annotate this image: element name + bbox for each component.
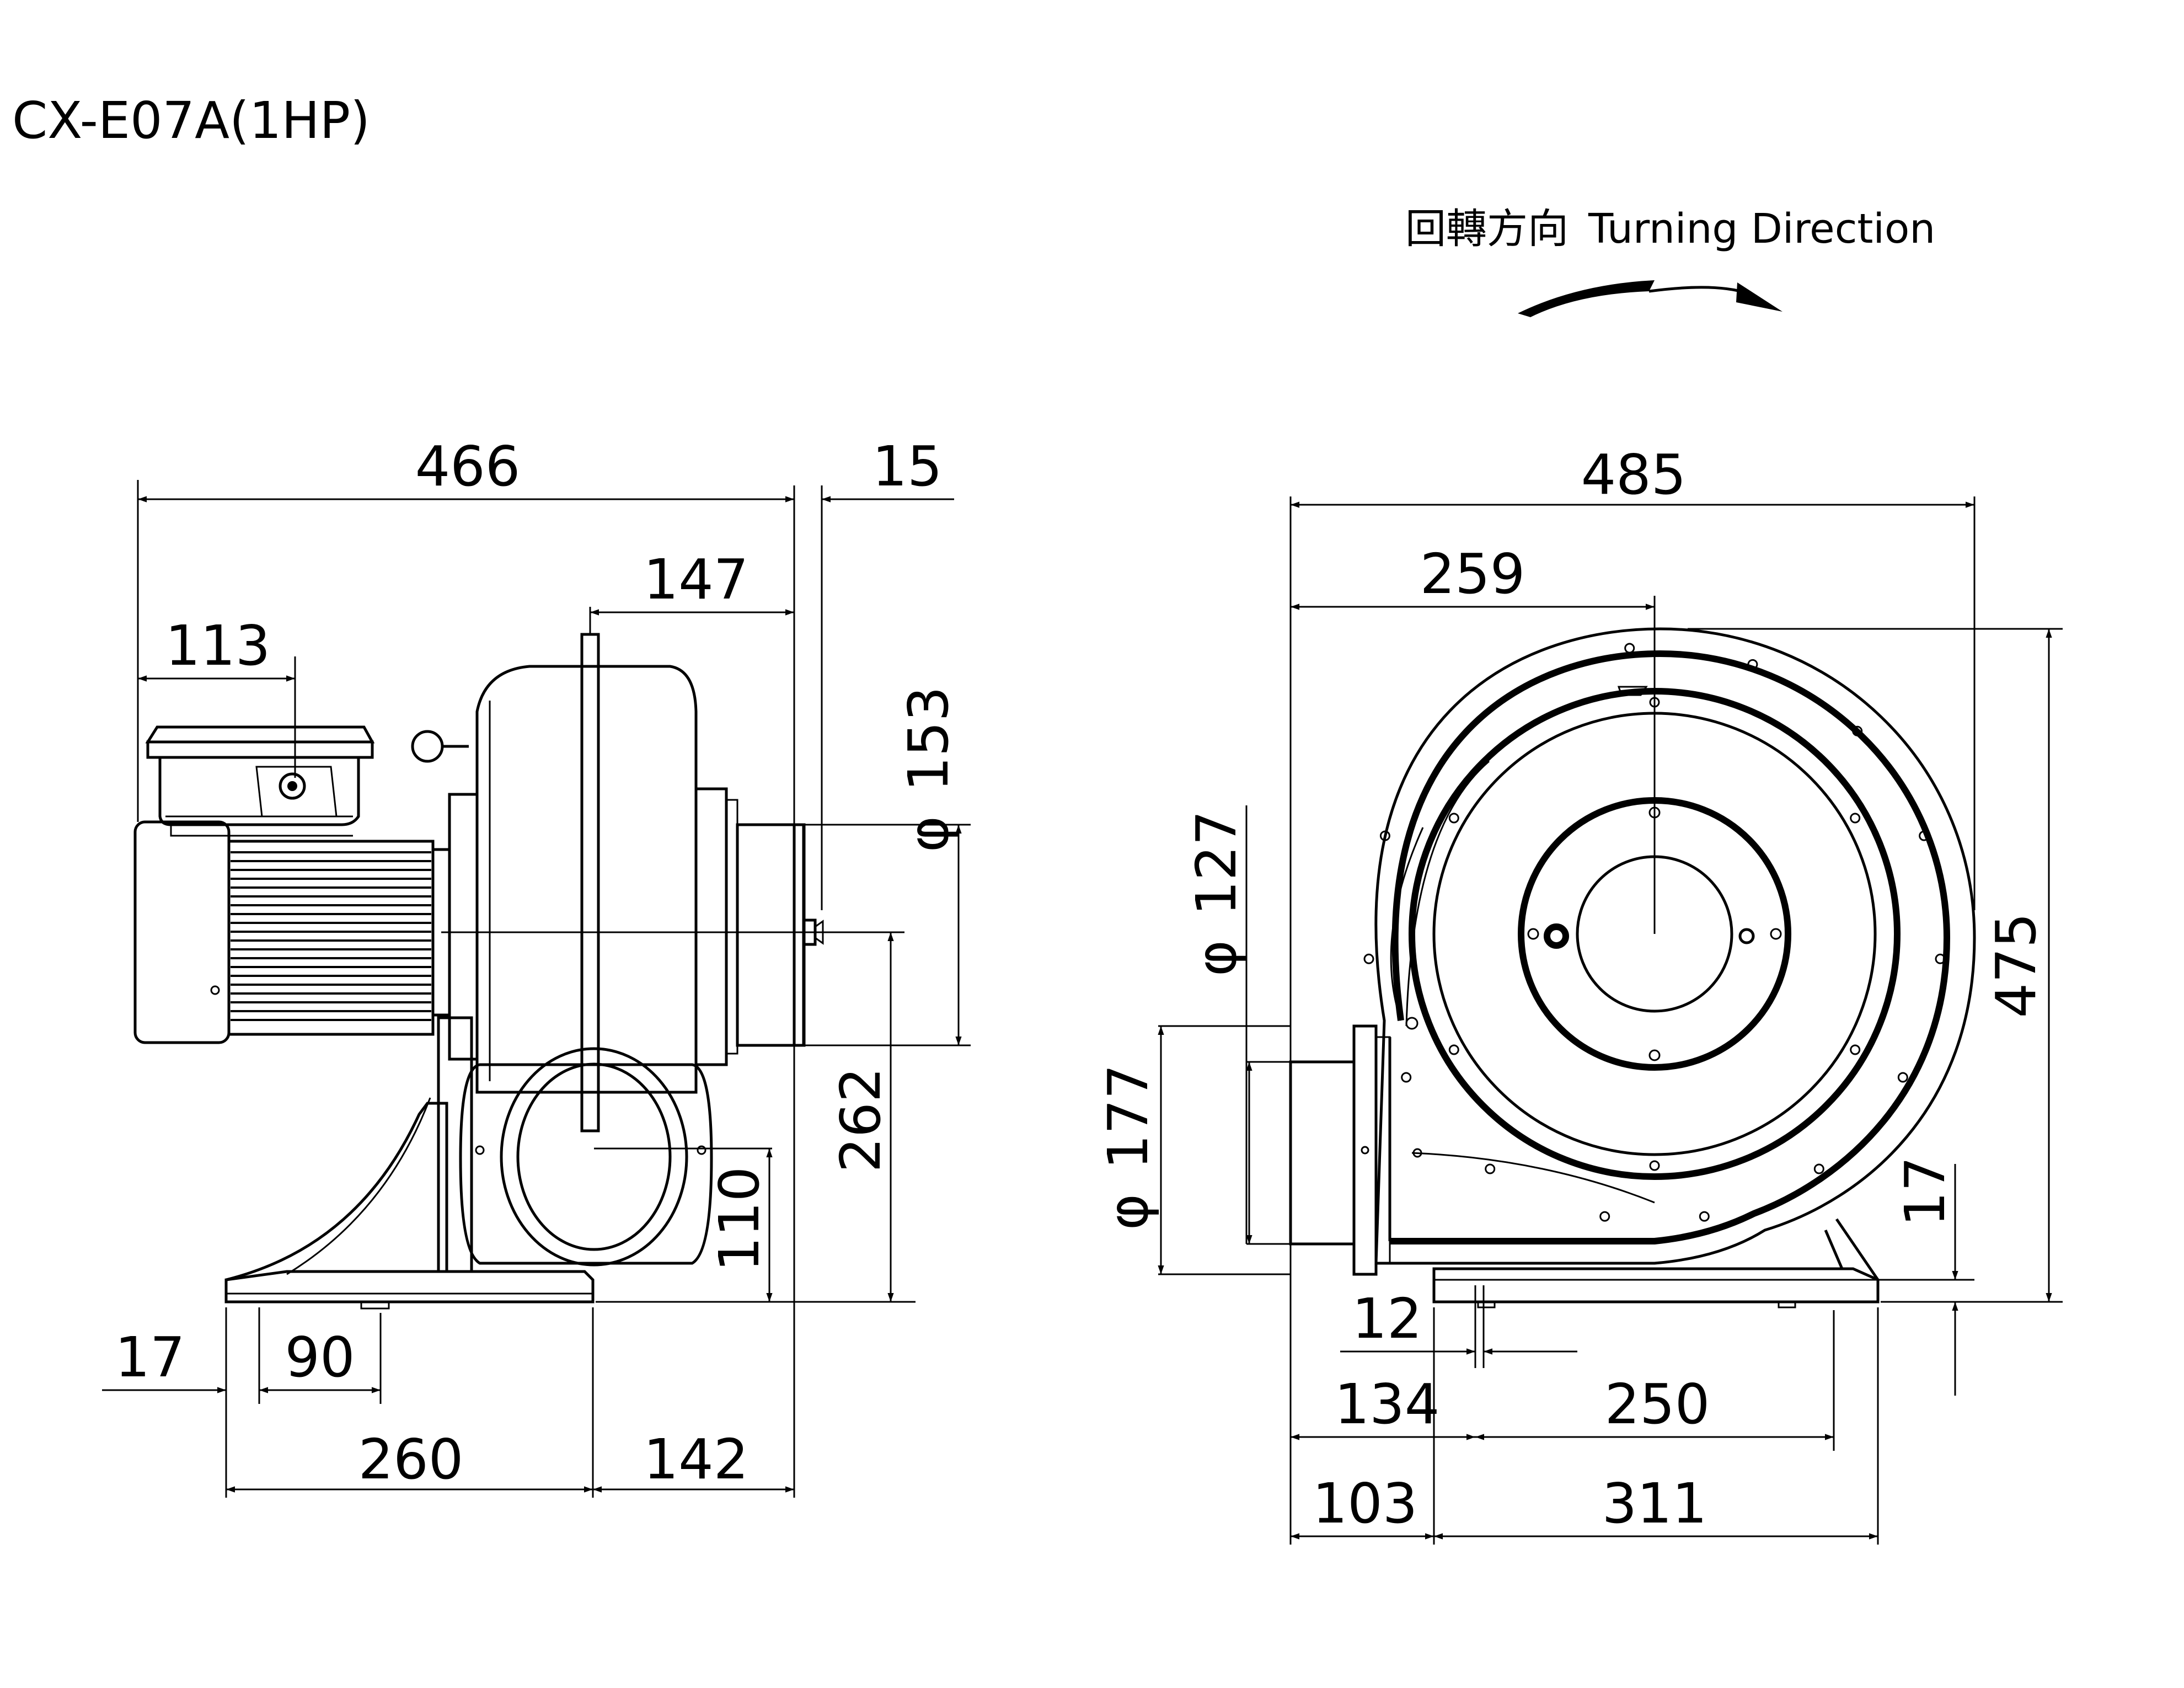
dim-base-offset-a: 134 — [1335, 1372, 1440, 1436]
dim-outlet-diameter-front: 177 — [1096, 1064, 1160, 1169]
dim-outlet-offset: 147 — [644, 547, 749, 612]
bolt-hole — [1850, 1044, 1861, 1055]
bolt-hole — [1813, 1163, 1824, 1174]
outlet-duct-front — [1289, 1060, 1356, 1246]
motor-cooling-fins — [231, 851, 431, 1021]
bolt-hole — [1448, 1044, 1459, 1055]
base-foot-pad — [360, 1301, 390, 1310]
dim-outlet-diameter: 153 — [896, 686, 961, 792]
rotation-marker-icon — [1617, 686, 1648, 696]
dim-base-margin: 17 — [115, 1325, 185, 1390]
dim-slot-width: 12 — [1352, 1286, 1422, 1351]
front-view: 485 259 475 127 φ 177 φ 17 12 134 250 10… — [1096, 442, 2063, 1545]
bolt-hole — [1919, 830, 1930, 841]
dim-inlet-center-height: 110 — [707, 1167, 772, 1272]
bolt-hole — [1448, 813, 1459, 824]
dim-overall-width: 485 — [1581, 442, 1687, 507]
terminal-box — [158, 756, 360, 826]
diameter-symbol-front: φ — [1184, 940, 1249, 976]
inlet-opening — [500, 1047, 688, 1267]
turning-direction-label-en: Turning Direction — [1588, 205, 1935, 253]
terminal-box-lid — [145, 725, 375, 744]
bolt-hole — [1747, 659, 1758, 670]
bolt-hole — [1649, 1160, 1660, 1171]
diameter-symbol-front-2: φ — [1096, 1194, 1160, 1230]
turning-direction-arrow-icon — [1518, 280, 1782, 317]
dim-outlet-to-base: 142 — [644, 1427, 749, 1492]
bolt-hole — [1699, 1211, 1710, 1222]
turning-direction-label-cn: 回轉方向 — [1405, 205, 1569, 253]
cable-gland-icon — [279, 772, 306, 800]
support-gusset — [226, 1102, 448, 1281]
dim-inlet-diameter: 127 — [1184, 810, 1249, 916]
bolt-hole — [1624, 643, 1635, 654]
bolt-hole — [1897, 1072, 1908, 1083]
bolt-hole — [1648, 1049, 1661, 1061]
front-base-plate — [1432, 1267, 1880, 1304]
bolt-hole — [1527, 928, 1539, 940]
motor-end-cap — [133, 820, 231, 1044]
dim-foot-height: 17 — [1893, 1156, 1957, 1226]
bolt-hole — [1379, 830, 1390, 841]
outlet-flange-front — [1352, 1024, 1378, 1276]
volute-housing — [1374, 627, 1976, 1265]
dim-base-length-front: 311 — [1602, 1471, 1707, 1536]
diameter-symbol: φ — [896, 816, 961, 852]
dim-motor-box-offset: 113 — [165, 613, 271, 678]
bolt-hole — [1649, 697, 1660, 708]
dim-base-offset-b: 103 — [1313, 1471, 1418, 1536]
bolt-hole — [1401, 1072, 1412, 1083]
dim-inlet-center-offset: 259 — [1420, 542, 1525, 606]
bolt-hole — [1363, 953, 1374, 964]
side-view: 466 15 147 113 153 φ 262 110 17 90 260 1… — [102, 434, 971, 1498]
flange-bolts — [1363, 643, 1946, 1222]
bolt-hole — [1935, 953, 1946, 964]
wing-nut-front-icon — [1738, 928, 1755, 944]
inlet-flange — [459, 1063, 713, 1265]
dim-overall-length: 466 — [415, 434, 521, 499]
inlet-bolt-icon — [1544, 923, 1569, 949]
bolt-hole — [1852, 725, 1863, 736]
dim-flange-thickness: 15 — [872, 434, 942, 499]
bolt-hole — [1770, 928, 1782, 940]
wing-nut-icon — [815, 920, 824, 945]
lifting-eye-icon — [411, 730, 444, 763]
motor-bolt — [210, 985, 220, 995]
blower-housing — [475, 665, 698, 1094]
bolt-hole — [1850, 813, 1861, 824]
bolt-hole — [1599, 1211, 1610, 1222]
bolt-hole — [1485, 1163, 1496, 1174]
dim-outlet-center-height: 262 — [828, 1067, 893, 1173]
pedestal — [437, 1016, 473, 1273]
housing-split-ring — [580, 633, 600, 1133]
bolt-hole — [1648, 806, 1661, 819]
dim-overall-height: 475 — [1984, 913, 2048, 1018]
base-plate — [224, 1270, 595, 1304]
dim-base-length: 260 — [358, 1427, 464, 1492]
dim-base-hole-spacing-front: 250 — [1605, 1372, 1710, 1436]
dim-base-hole-spacing: 90 — [285, 1325, 355, 1390]
model-title: CX-E07A(1HP) — [12, 91, 370, 150]
